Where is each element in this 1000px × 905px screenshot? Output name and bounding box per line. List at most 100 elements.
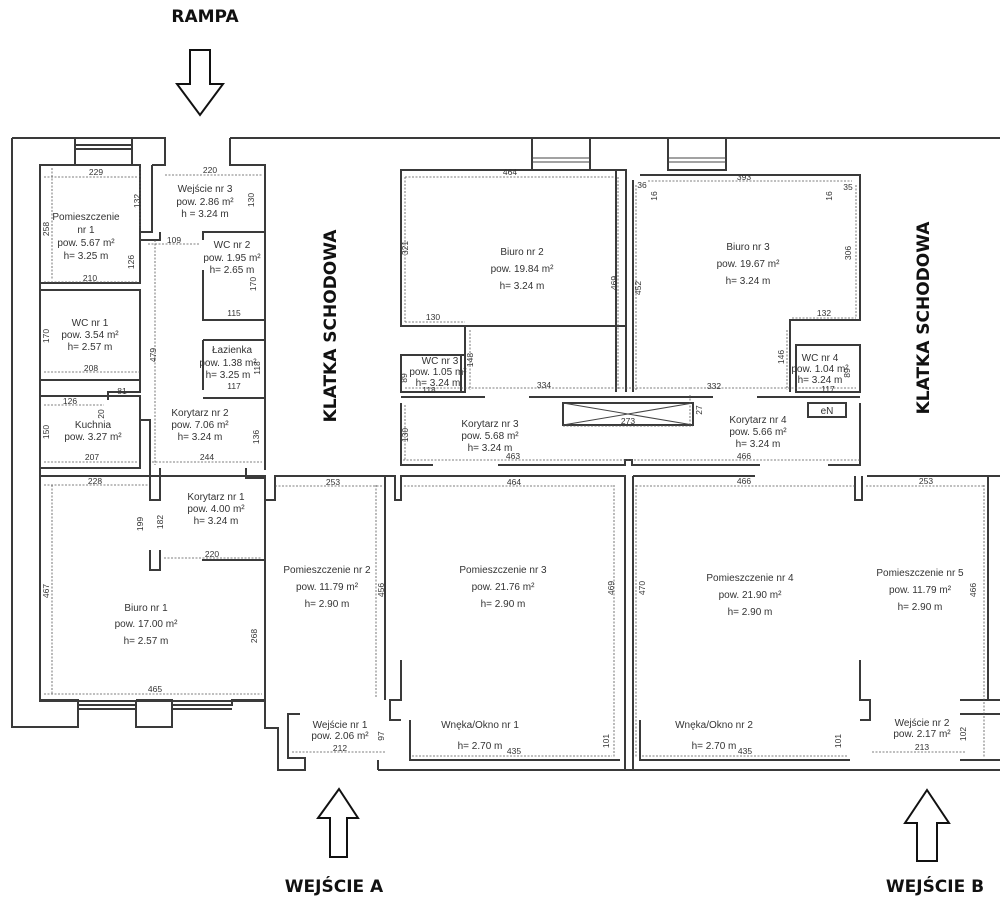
dim-label: 466 [968, 583, 978, 597]
room-wc-3: WC nr 3 pow. 1.05 m² h= 3.24 m [409, 356, 467, 389]
dim-label: 464 [507, 477, 521, 487]
dim-label: 466 [737, 451, 751, 461]
room-height: h= 2.90 m [305, 599, 350, 610]
room-height: h= 2.70 m [458, 741, 503, 752]
dim-label: 130 [426, 312, 440, 322]
dim-label: 35 [843, 182, 853, 192]
dim-label: 273 [621, 416, 635, 426]
dim-label: 220 [203, 165, 217, 175]
room-name: Wejście nr 3 [178, 184, 233, 195]
dim-label: 101 [601, 734, 611, 748]
room-korytarz-1: Korytarz nr 1 pow. 4.00 m² h= 3.24 m [187, 492, 245, 527]
room-pomieszczenie-2: Pomieszczenie nr 2 pow. 11.79 m² h= 2.90… [283, 565, 371, 610]
dim-label: 136 [251, 430, 261, 444]
dim-label: 170 [248, 277, 258, 291]
dim-label: 220 [205, 549, 219, 559]
dim-label: 118 [252, 361, 262, 375]
room-name: Wejście nr 1 [313, 720, 368, 731]
room-name: Pomieszczenie [52, 212, 120, 223]
dim-label: 467 [41, 584, 51, 598]
room-name: Łazienka [212, 345, 252, 356]
dim-label: 101 [833, 734, 843, 748]
room-name: WC nr 4 [802, 353, 839, 364]
rampa-label: RAMPA [171, 7, 239, 27]
room-area: pow. 3.27 m² [64, 432, 122, 443]
room-wejscie-3: Wejście nr 3 pow. 2.86 m² h = 3.24 m [176, 184, 234, 220]
room-korytarz-3: Korytarz nr 3 pow. 5.68 m² h= 3.24 m [461, 419, 519, 454]
entrance-a-label: WEJŚCIE A [285, 875, 384, 897]
room-area: pow. 21.90 m² [719, 590, 782, 601]
dim-label: 126 [126, 255, 136, 269]
room-name: Pomieszczenie nr 5 [876, 568, 964, 579]
room-area: pow. 5.67 m² [57, 238, 115, 249]
room-pomieszczenie-1: Pomieszczenie nr 1 pow. 5.67 m² h= 3.25 … [52, 212, 120, 262]
dim-label: 469 [609, 276, 619, 290]
dim-label: 321 [400, 241, 410, 255]
room-name: Wnęka/Okno nr 2 [675, 720, 753, 731]
room-name-2: nr 1 [77, 225, 95, 236]
en-label: eN [821, 406, 834, 417]
dim-label: 258 [41, 222, 51, 236]
dim-label: 102 [958, 727, 968, 741]
room-height: h= 2.70 m [692, 741, 737, 752]
room-area: pow. 1.05 m² [409, 367, 467, 378]
dim-label: 117 [227, 381, 241, 391]
room-name: Biuro nr 1 [124, 603, 168, 614]
room-wc-2: WC nr 2 pow. 1.95 m² h= 2.65 m [203, 240, 261, 276]
dim-label: 466 [737, 476, 751, 486]
dim-label: 464 [503, 167, 517, 177]
dim-label: 463 [506, 451, 520, 461]
room-name: Pomieszczenie nr 2 [283, 565, 371, 576]
room-biuro-3: Biuro nr 3 pow. 19.67 m² h= 3.24 m [717, 242, 780, 287]
room-wc-4: WC nr 4 pow. 1.04 m² h= 3.24 m [791, 353, 849, 386]
room-name: WC nr 3 [422, 356, 459, 367]
room-height: h= 3.25 m [64, 251, 109, 262]
dim-label: 199 [135, 517, 145, 531]
dim-label: 97 [376, 731, 386, 741]
dim-label: 132 [132, 194, 142, 208]
dim-label: 150 [41, 425, 51, 439]
dim-label: 130 [400, 428, 410, 442]
dim-label: 210 [83, 273, 97, 283]
room-wejscie-1: Wejście nr 1 pow. 2.06 m² [311, 720, 369, 742]
room-pomieszczenie-4: Pomieszczenie nr 4 pow. 21.90 m² h= 2.90… [706, 573, 794, 618]
dim-label: 469 [606, 581, 616, 595]
dim-label: 16 [824, 191, 834, 201]
dim-label: 253 [326, 477, 340, 487]
dim-label: 435 [507, 746, 521, 756]
room-name: Pomieszczenie nr 4 [706, 573, 794, 584]
dim-label: 132 [817, 308, 831, 318]
room-biuro-2: Biuro nr 2 pow. 19.84 m² h= 3.24 m [491, 247, 554, 292]
room-name: Biuro nr 2 [500, 247, 544, 258]
room-name: Korytarz nr 4 [729, 415, 787, 426]
arrow-up-icon [316, 787, 360, 858]
room-name: Biuro nr 3 [726, 242, 770, 253]
room-korytarz-2: Korytarz nr 2 pow. 7.06 m² h= 3.24 m [171, 408, 229, 443]
dim-label: 479 [148, 348, 158, 362]
room-area: pow. 11.79 m² [889, 585, 952, 596]
room-area: pow. 7.06 m² [171, 420, 229, 431]
dim-label: 170 [41, 329, 51, 343]
room-area: pow. 4.00 m² [187, 504, 245, 515]
room-height: h= 3.24 m [468, 443, 513, 454]
room-height: h= 3.24 m [416, 378, 461, 389]
room-height: h= 2.90 m [481, 599, 526, 610]
dim-label: 334 [537, 380, 551, 390]
room-korytarz-4: Korytarz nr 4 pow. 5.66 m² h= 3.24 m [729, 415, 787, 450]
room-area: pow. 5.66 m² [729, 427, 787, 438]
dim-label: 213 [915, 742, 929, 752]
stairs-right-label: KLATKA SCHODOWA [914, 221, 934, 415]
room-height: h= 3.24 m [500, 281, 545, 292]
dim-label: 253 [919, 476, 933, 486]
room-area: pow. 19.67 m² [717, 259, 780, 270]
left-wing-walls [39, 164, 386, 702]
room-area: pow. 2.17 m² [893, 729, 951, 740]
dim-label: 20 [96, 409, 106, 419]
room-height: h= 3.24 m [178, 432, 223, 443]
room-height: h= 3.24 m [194, 516, 239, 527]
room-wneka-2: Wnęka/Okno nr 2 h= 2.70 m [675, 720, 753, 752]
room-area: pow. 1.04 m² [791, 364, 849, 375]
top-windows [531, 137, 727, 171]
dim-label: 332 [707, 381, 721, 391]
dim-label: 470 [637, 581, 647, 595]
